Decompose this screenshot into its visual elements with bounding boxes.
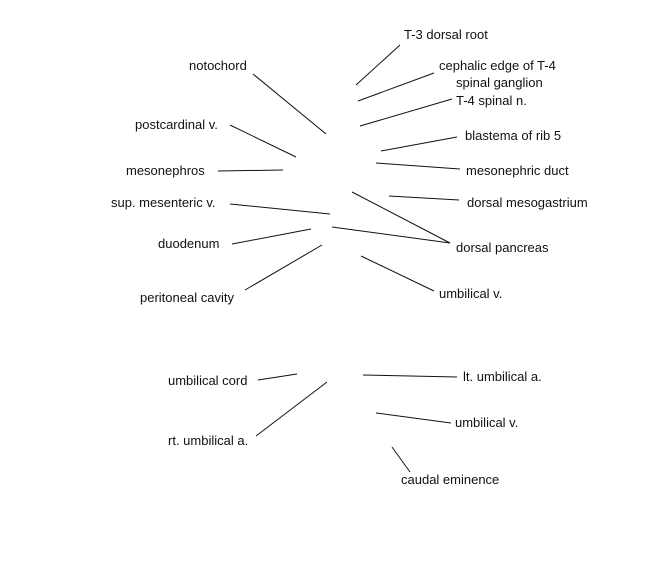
label-t4-spinal-n: T-4 spinal n. xyxy=(456,93,527,108)
label-peritoneal-cavity: peritoneal cavity xyxy=(140,290,234,305)
leader-cephalic-edge xyxy=(357,72,435,102)
label-rt-umbilical-a: rt. umbilical a. xyxy=(168,433,248,448)
leader-dorsal-mesogastrium xyxy=(388,195,460,201)
leader-duodenum xyxy=(231,228,312,245)
leader-lt-umbilical-a xyxy=(362,374,458,378)
leader-notochord xyxy=(252,73,327,135)
label-caudal-eminence: caudal eminence xyxy=(401,472,499,487)
leader-blastema-rib5 xyxy=(380,136,458,152)
label-dorsal-pancreas: dorsal pancreas xyxy=(456,240,549,255)
label-umbilical-cord: umbilical cord xyxy=(168,373,247,388)
leader-mesonephric-duct xyxy=(375,162,461,170)
leader-caudal-eminence xyxy=(391,446,411,473)
leader-dorsal-pancreas-a xyxy=(351,191,451,244)
label-umbilical-v-upper: umbilical v. xyxy=(439,286,502,301)
leader-t3-dorsal-root xyxy=(355,44,401,86)
leader-umbilical-v-upper xyxy=(360,255,435,292)
label-mesonephric-duct: mesonephric duct xyxy=(466,163,569,178)
label-t3-dorsal-root: T-3 dorsal root xyxy=(404,27,488,42)
leader-umbilical-cord xyxy=(257,373,298,381)
label-mesonephros: mesonephros xyxy=(126,163,205,178)
label-sup-mesenteric-v: sup. mesenteric v. xyxy=(111,195,216,210)
leader-peritoneal-cavity xyxy=(244,244,323,291)
label-lt-umbilical-a: lt. umbilical a. xyxy=(463,369,542,384)
label-notochord: notochord xyxy=(189,58,247,73)
label-dorsal-mesogastrium: dorsal mesogastrium xyxy=(467,195,588,210)
leader-postcardinal-v xyxy=(229,124,297,158)
label-blastema-rib5: blastema of rib 5 xyxy=(465,128,561,143)
leader-t4-spinal-n xyxy=(359,98,453,127)
leader-mesonephros xyxy=(217,169,284,172)
label-cephalic-edge-line1: cephalic edge of T-4 xyxy=(439,58,556,73)
label-cephalic-edge-line2: spinal ganglion xyxy=(456,75,543,90)
label-umbilical-v-lower: umbilical v. xyxy=(455,415,518,430)
leader-dorsal-pancreas-b xyxy=(331,226,451,244)
leader-umbilical-v-lower xyxy=(375,412,452,424)
leader-rt-umbilical-a xyxy=(255,381,328,437)
label-postcardinal-v: postcardinal v. xyxy=(135,117,218,132)
leader-sup-mesenteric-v xyxy=(229,203,331,215)
label-duodenum: duodenum xyxy=(158,236,219,251)
